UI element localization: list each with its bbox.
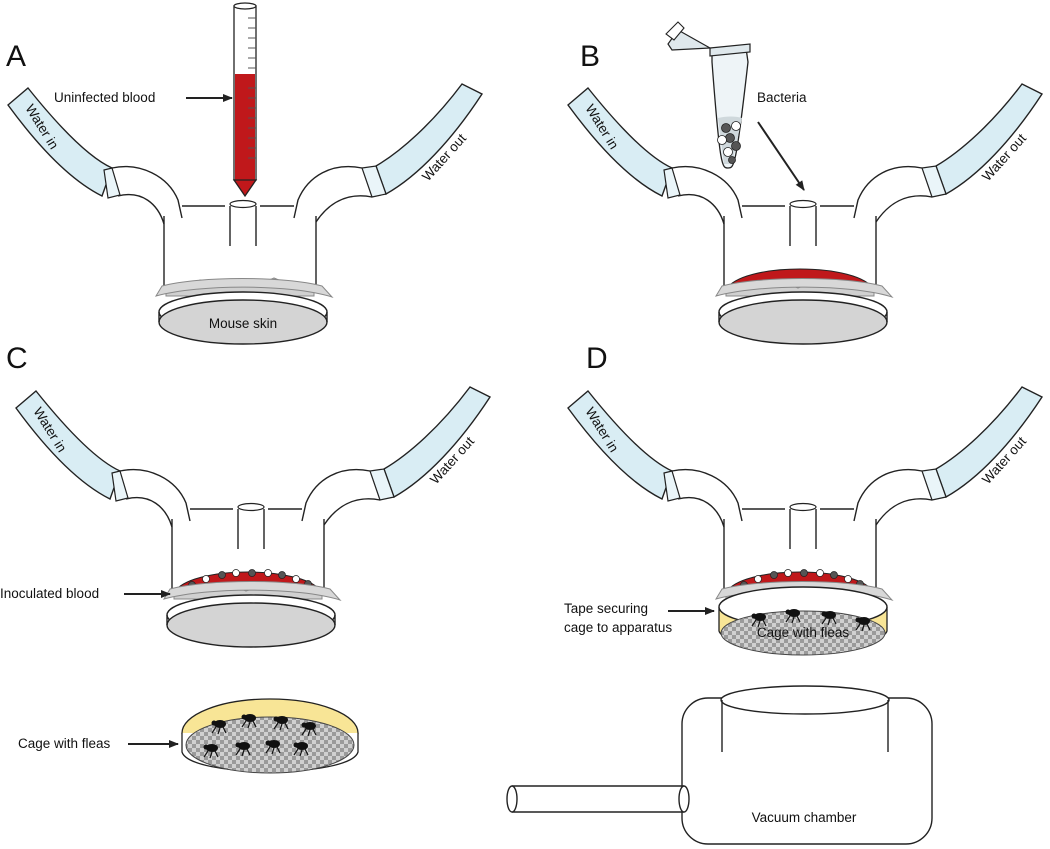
panel-c-letter: C — [6, 342, 28, 375]
vacuum-chamber — [506, 685, 933, 845]
panel-b: B Water in Water out Bacteria — [567, 21, 1043, 345]
mouse-skin-label: Mouse skin — [209, 316, 277, 331]
tape-label-line1: Tape securing — [564, 601, 648, 616]
cage-label-c: Cage with fleas — [18, 736, 111, 751]
vacuum-chamber-label: Vacuum chamber — [752, 810, 857, 825]
arrow-bacteria — [757, 121, 805, 191]
panel-c: C Water in Water out Inoculated blood — [0, 342, 491, 648]
panel-a: A Water in Water out Mouse skin Uninfect… — [6, 2, 483, 345]
pipette-a — [232, 2, 258, 198]
taped-cage-d — [718, 586, 888, 656]
inoculated-blood-label: Inoculated blood — [0, 586, 99, 601]
panel-b-letter: B — [580, 40, 600, 73]
panel-a-letter: A — [6, 40, 26, 73]
uninfected-blood-label: Uninfected blood — [54, 90, 155, 105]
cage-c — [181, 698, 359, 774]
panel-d-letter: D — [586, 342, 608, 375]
cage-label-d: Cage with fleas — [757, 625, 850, 640]
panel-d: D Water in Water out Cage with — [564, 342, 1043, 656]
bacteria-label: Bacteria — [757, 90, 807, 105]
tape-label-line2: cage to apparatus — [564, 620, 672, 635]
apparatus-d — [567, 386, 1043, 596]
bacteria-tube — [665, 21, 751, 169]
apparatus-b — [567, 83, 1043, 293]
apparatus-c — [15, 386, 491, 596]
